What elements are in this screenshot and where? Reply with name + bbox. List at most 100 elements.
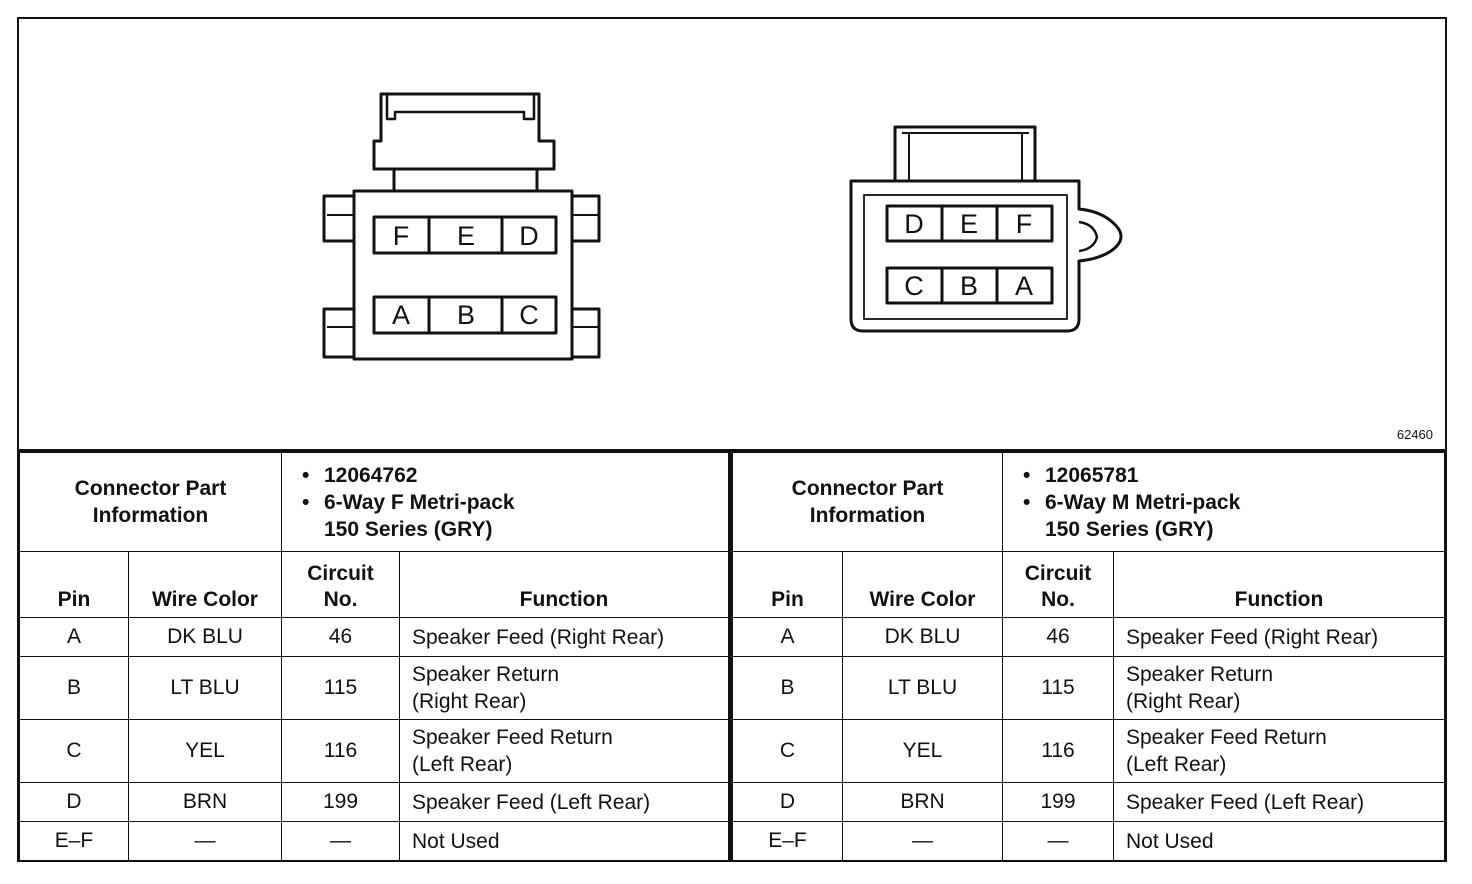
function-line: (Left Rear) [1126, 753, 1227, 776]
col-pin: Pin [19, 551, 129, 618]
pin-cell: E–F [19, 821, 129, 861]
table-row: B LT BLU 115 Speaker Return (Right Rear) [19, 656, 729, 720]
function-line: (Right Rear) [412, 690, 527, 713]
female-pin-label: F [393, 221, 410, 251]
col-wire-color: Wire Color [128, 551, 282, 618]
col-circuit-line: Circuit [1024, 562, 1092, 585]
part-info-label-line: Information [809, 504, 926, 527]
wire-cell: DK BLU [128, 617, 282, 657]
col-circuit-line: No. [323, 588, 358, 611]
figure-id: 62460 [1396, 427, 1433, 442]
function-line: Speaker Return [412, 663, 560, 686]
part-number: 12065781 [1023, 462, 1432, 489]
function-cell: Speaker Feed (Right Rear) [399, 617, 729, 657]
part-info-values: 12065781 6-Way M Metri-pack 150 Series (… [1002, 452, 1445, 552]
part-description-cont: 150 Series (GRY) [1045, 517, 1214, 541]
function-cell: Speaker Return (Right Rear) [1113, 656, 1445, 720]
male-pin-label: E [960, 209, 978, 239]
function-line: Speaker Return [1126, 663, 1274, 686]
function-cell: Speaker Return (Right Rear) [399, 656, 729, 720]
circuit-cell: 115 [1002, 656, 1114, 720]
col-circuit-line: Circuit [307, 562, 374, 585]
circuit-cell: 46 [1002, 617, 1114, 657]
table-row: D BRN 199 Speaker Feed (Left Rear) [732, 782, 1445, 822]
circuit-cell: — [281, 821, 400, 861]
male-connector-drawing [849, 125, 1123, 333]
part-info-label-line: Information [92, 504, 209, 527]
part-info-label: Connector Part Information [732, 452, 1003, 552]
wire-cell: — [842, 821, 1003, 861]
function-line: (Right Rear) [1126, 690, 1241, 713]
part-description: 6-Way F Metri-pack [302, 489, 716, 516]
circuit-cell: 46 [281, 617, 400, 657]
pin-cell: D [732, 782, 843, 822]
pin-cell: A [732, 617, 843, 657]
male-pin-label: C [904, 271, 924, 301]
pin-cell: E–F [732, 821, 843, 861]
table-row: B LT BLU 115 Speaker Return (Right Rear) [732, 656, 1445, 720]
pin-cell: A [19, 617, 129, 657]
wire-cell: DK BLU [842, 617, 1003, 657]
male-pin-label: F [1016, 209, 1033, 239]
circuit-cell: 199 [1002, 782, 1114, 822]
pin-cell: C [19, 719, 129, 783]
wire-cell: BRN [128, 782, 282, 822]
connector-drawings: F E D A B C D E F C B A [322, 92, 1123, 361]
part-info-label-line: Connector Part [791, 477, 944, 500]
connector-figure: F E D A B C D E F C B A 62460 [19, 19, 1445, 452]
circuit-cell: 115 [281, 656, 400, 720]
part-description-cont: 150 Series (GRY) [324, 517, 493, 541]
wire-cell: LT BLU [128, 656, 282, 720]
male-pin-label: A [1015, 271, 1033, 301]
function-line: Speaker Feed Return [1126, 726, 1327, 749]
wire-cell: LT BLU [842, 656, 1003, 720]
wire-cell: YEL [842, 719, 1003, 783]
female-pinout-table: Connector Part Information 12064762 6-Wa… [19, 452, 732, 861]
pin-cell: D [19, 782, 129, 822]
circuit-cell: — [1002, 821, 1114, 861]
male-pin-label: D [904, 209, 924, 239]
female-pin-label: D [519, 221, 539, 251]
function-line: (Left Rear) [412, 753, 513, 776]
circuit-cell: 116 [281, 719, 400, 783]
female-pin-label: C [519, 300, 539, 330]
female-pin-label: A [392, 300, 410, 330]
wire-cell: YEL [128, 719, 282, 783]
female-connector-drawing [322, 92, 601, 361]
part-info-values: 12064762 6-Way F Metri-pack 150 Series (… [281, 452, 729, 552]
pin-cell: B [19, 656, 129, 720]
wire-cell: BRN [842, 782, 1003, 822]
table-row: D BRN 199 Speaker Feed (Left Rear) [19, 782, 729, 822]
function-cell: Not Used [1113, 821, 1445, 861]
function-cell: Speaker Feed Return (Left Rear) [1113, 719, 1445, 783]
col-function: Function [399, 551, 729, 618]
part-info-label: Connector Part Information [19, 452, 282, 552]
part-info-label-line: Connector Part [74, 477, 227, 500]
col-wire-color: Wire Color [842, 551, 1003, 618]
function-line: Speaker Feed Return [412, 726, 613, 749]
pin-cell: B [732, 656, 843, 720]
table-row: E–F — — Not Used [732, 821, 1445, 861]
function-cell: Not Used [399, 821, 729, 861]
col-pin: Pin [732, 551, 843, 618]
part-number: 12064762 [302, 462, 716, 489]
table-row: E–F — — Not Used [19, 821, 729, 861]
male-pin-label: B [960, 271, 978, 301]
table-row: C YEL 116 Speaker Feed Return (Left Rear) [732, 719, 1445, 783]
circuit-cell: 116 [1002, 719, 1114, 783]
function-cell: Speaker Feed Return (Left Rear) [399, 719, 729, 783]
table-row: A DK BLU 46 Speaker Feed (Right Rear) [732, 617, 1445, 657]
part-description: 6-Way M Metri-pack [1023, 489, 1432, 516]
male-pinout-table: Connector Part Information 12065781 6-Wa… [732, 452, 1445, 861]
function-cell: Speaker Feed (Left Rear) [399, 782, 729, 822]
connector-sheet: F E D A B C D E F C B A 62460 [17, 17, 1447, 862]
pin-cell: C [732, 719, 843, 783]
function-cell: Speaker Feed (Left Rear) [1113, 782, 1445, 822]
function-cell: Speaker Feed (Right Rear) [1113, 617, 1445, 657]
female-pin-label: B [457, 300, 475, 330]
table-row: A DK BLU 46 Speaker Feed (Right Rear) [19, 617, 729, 657]
col-circuit-line: No. [1041, 588, 1075, 611]
circuit-cell: 199 [281, 782, 400, 822]
